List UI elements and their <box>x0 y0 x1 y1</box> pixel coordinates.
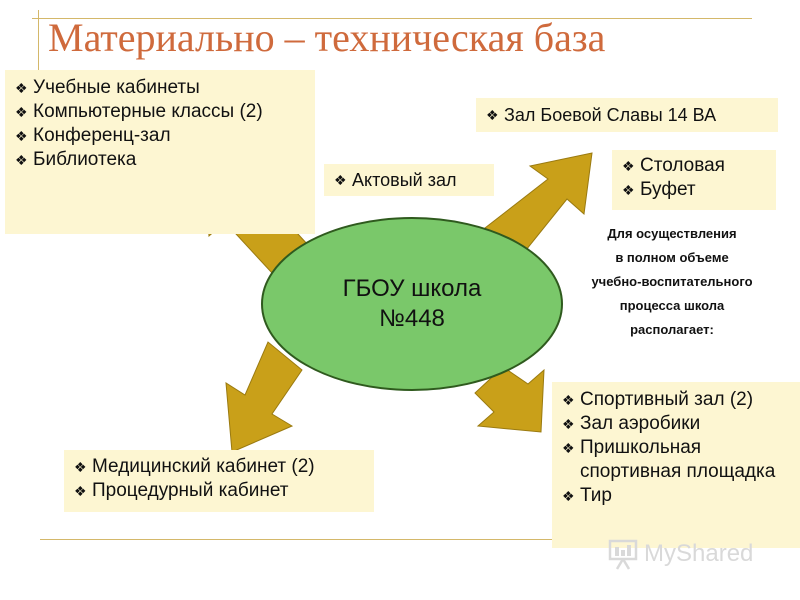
box-classrooms: ❖Учебные кабинеты ❖Компьютерные классы (… <box>5 70 315 234</box>
diamond-bullet-icon: ❖ <box>562 440 575 456</box>
box-glory-hall: ❖Зал Боевой Славы 14 ВА <box>476 98 778 132</box>
list-item: ❖Процедурный кабинет <box>74 480 289 501</box>
diamond-bullet-icon: ❖ <box>74 483 87 499</box>
list-item: ❖Спортивный зал (2) <box>562 389 754 410</box>
diamond-bullet-icon: ❖ <box>15 128 28 144</box>
list-item: ❖Компьютерные классы (2) <box>15 101 263 122</box>
top-rule <box>32 18 752 19</box>
page-title: Материально – техническая база <box>48 15 606 60</box>
list-item: ❖Столовая <box>622 155 725 176</box>
list-item: ❖Учебные кабинеты <box>15 77 200 98</box>
box-canteen: ❖Столовая ❖Буфет <box>612 150 776 210</box>
bottom-rule <box>40 539 760 540</box>
logo-text: MyShared <box>644 540 754 567</box>
note-text: Для осуществления в полном объеме учебно… <box>591 226 753 337</box>
diamond-bullet-icon: ❖ <box>622 182 635 198</box>
list-item: ❖Библиотека <box>15 149 137 170</box>
arrow-bottom-right <box>474 366 545 433</box>
list-item: ❖Буфет <box>622 179 696 200</box>
diamond-bullet-icon: ❖ <box>15 152 28 168</box>
watermark-logo: MyShared <box>608 538 753 570</box>
diamond-bullet-icon: ❖ <box>562 488 575 504</box>
presentation-board-icon <box>608 539 638 570</box>
diamond-bullet-icon: ❖ <box>486 107 499 123</box>
list-item: ❖Пришкольная спортивная площадка <box>562 437 776 482</box>
diamond-bullet-icon: ❖ <box>334 172 347 188</box>
box-assembly-hall: ❖Актовый зал <box>324 164 494 196</box>
box-medical: ❖Медицинский кабинет (2) ❖Процедурный ка… <box>64 450 374 512</box>
list-item: ❖Тир <box>562 485 612 506</box>
diamond-bullet-icon: ❖ <box>74 459 87 475</box>
arrow-bottom-left <box>225 341 303 453</box>
arrow-top-right <box>484 152 593 256</box>
diamond-bullet-icon: ❖ <box>562 392 575 408</box>
list-item: ❖Зал Боевой Славы 14 ВА <box>486 105 717 125</box>
center-ellipse <box>261 217 563 391</box>
diamond-bullet-icon: ❖ <box>15 80 28 96</box>
list-item: ❖Конференц-зал <box>15 125 171 146</box>
diamond-bullet-icon: ❖ <box>622 158 635 174</box>
diamond-bullet-icon: ❖ <box>15 104 28 120</box>
list-item: ❖Актовый зал <box>334 170 457 190</box>
list-item: ❖Зал аэробики <box>562 413 701 434</box>
list-item: ❖Медицинский кабинет (2) <box>74 456 315 477</box>
box-sport: ❖Спортивный зал (2) ❖Зал аэробики ❖Пришк… <box>552 382 800 548</box>
diamond-bullet-icon: ❖ <box>562 416 575 432</box>
left-rule <box>38 10 39 88</box>
